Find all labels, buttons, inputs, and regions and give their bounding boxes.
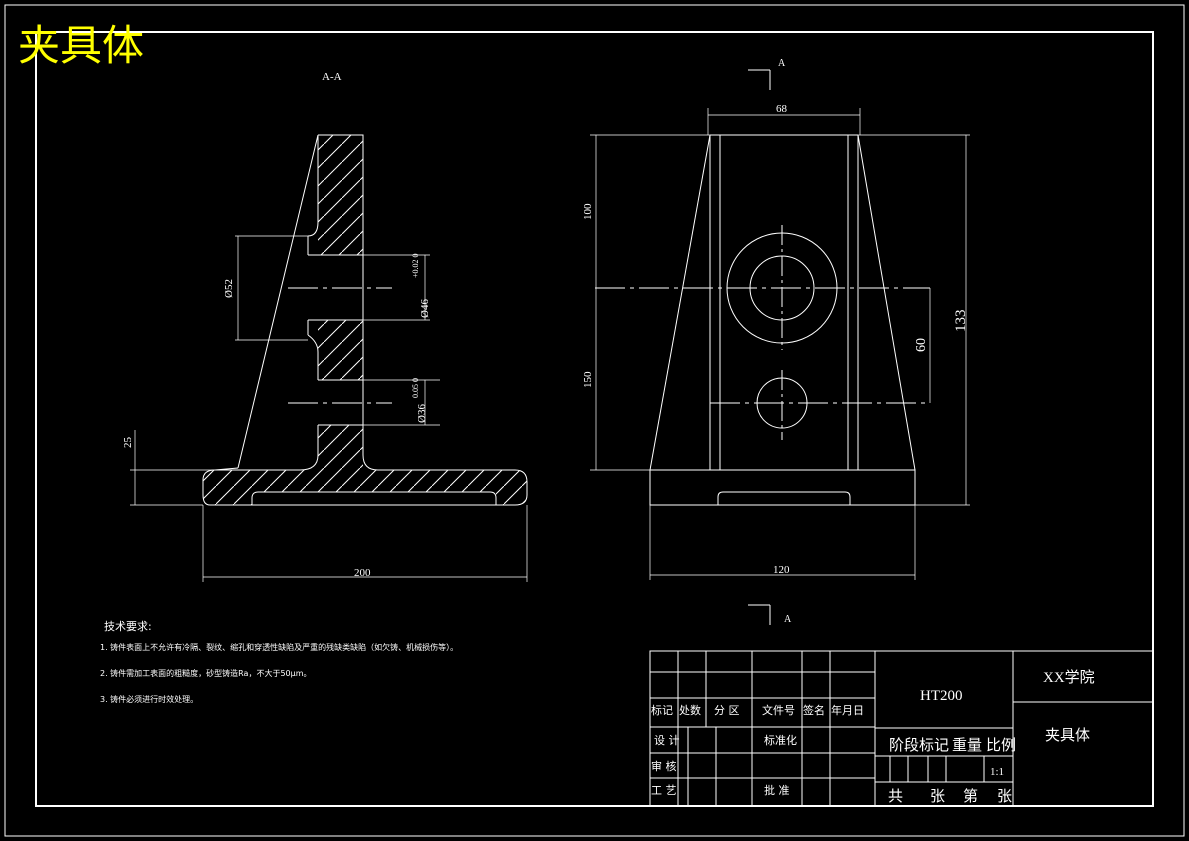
- tb-school: XX学院: [1043, 668, 1095, 686]
- dim-tol36: 0.05 0: [411, 378, 420, 398]
- front-view: [590, 69, 970, 625]
- tb-header-zone: 分 区: [714, 704, 740, 717]
- dim-68: 68: [776, 103, 788, 115]
- inner-border: [35, 31, 1154, 807]
- sheet-title: 夹具体: [18, 21, 144, 70]
- dim-d46: Ø46: [419, 299, 431, 318]
- tb-standard: 标准化: [764, 733, 797, 747]
- tb-sheets-unit1: 张: [930, 787, 945, 805]
- tech-item-1: 1. 铸件表面上不允许有冷隔、裂纹、缩孔和穿透性缺陷及严重的残缺类缺陷（如欠铸、…: [100, 642, 458, 652]
- section-mark-top: A: [778, 58, 786, 69]
- outer-border: [4, 4, 1185, 837]
- dim-100: 100: [582, 203, 594, 220]
- tech-heading: 技术要求:: [104, 620, 152, 633]
- tb-review: 审 核: [651, 759, 677, 773]
- title-block: [649, 650, 1154, 807]
- tb-stage: 阶段标记: [889, 736, 949, 754]
- dim-133: 133: [953, 310, 969, 333]
- section-view: [130, 134, 528, 582]
- dim-d36: Ø36: [416, 404, 428, 423]
- tb-scale-value: 1:1: [990, 766, 1004, 778]
- tb-weight: 重量: [952, 736, 982, 754]
- tb-material: HT200: [920, 688, 963, 704]
- tb-process: 工 艺: [651, 784, 677, 797]
- tb-scale: 比例: [986, 736, 1016, 754]
- section-label: A-A: [322, 71, 342, 83]
- tb-part-name: 夹具体: [1045, 726, 1090, 744]
- dim-60: 60: [914, 338, 929, 352]
- tb-sheets-total: 共: [888, 787, 903, 805]
- tb-header-date: 年月日: [831, 703, 864, 717]
- tb-header-file: 文件号: [762, 703, 795, 717]
- tb-design: 设 计: [654, 734, 680, 747]
- dim-120: 120: [773, 564, 790, 576]
- section-mark-bottom: A: [784, 614, 792, 625]
- dim-tol46: +0.02 0: [411, 253, 420, 278]
- dim-200: 200: [354, 567, 371, 579]
- tb-sheet-no: 第: [963, 787, 978, 805]
- tb-approve: 批 准: [764, 783, 790, 797]
- tech-item-3: 3. 铸件必须进行时效处理。: [100, 694, 198, 704]
- tb-header-mark: 标记: [651, 703, 673, 717]
- tech-item-2: 2. 铸件需加工表面的粗糙度，砂型铸造Ra，不大于50μm。: [100, 668, 312, 678]
- dim-25: 25: [122, 437, 134, 449]
- tb-header-count: 处数: [679, 704, 701, 717]
- dim-150: 150: [582, 371, 594, 388]
- tb-sheets-unit2: 张: [997, 787, 1012, 805]
- dim-d52: Ø52: [223, 279, 235, 298]
- tb-header-sign: 签名: [803, 703, 825, 717]
